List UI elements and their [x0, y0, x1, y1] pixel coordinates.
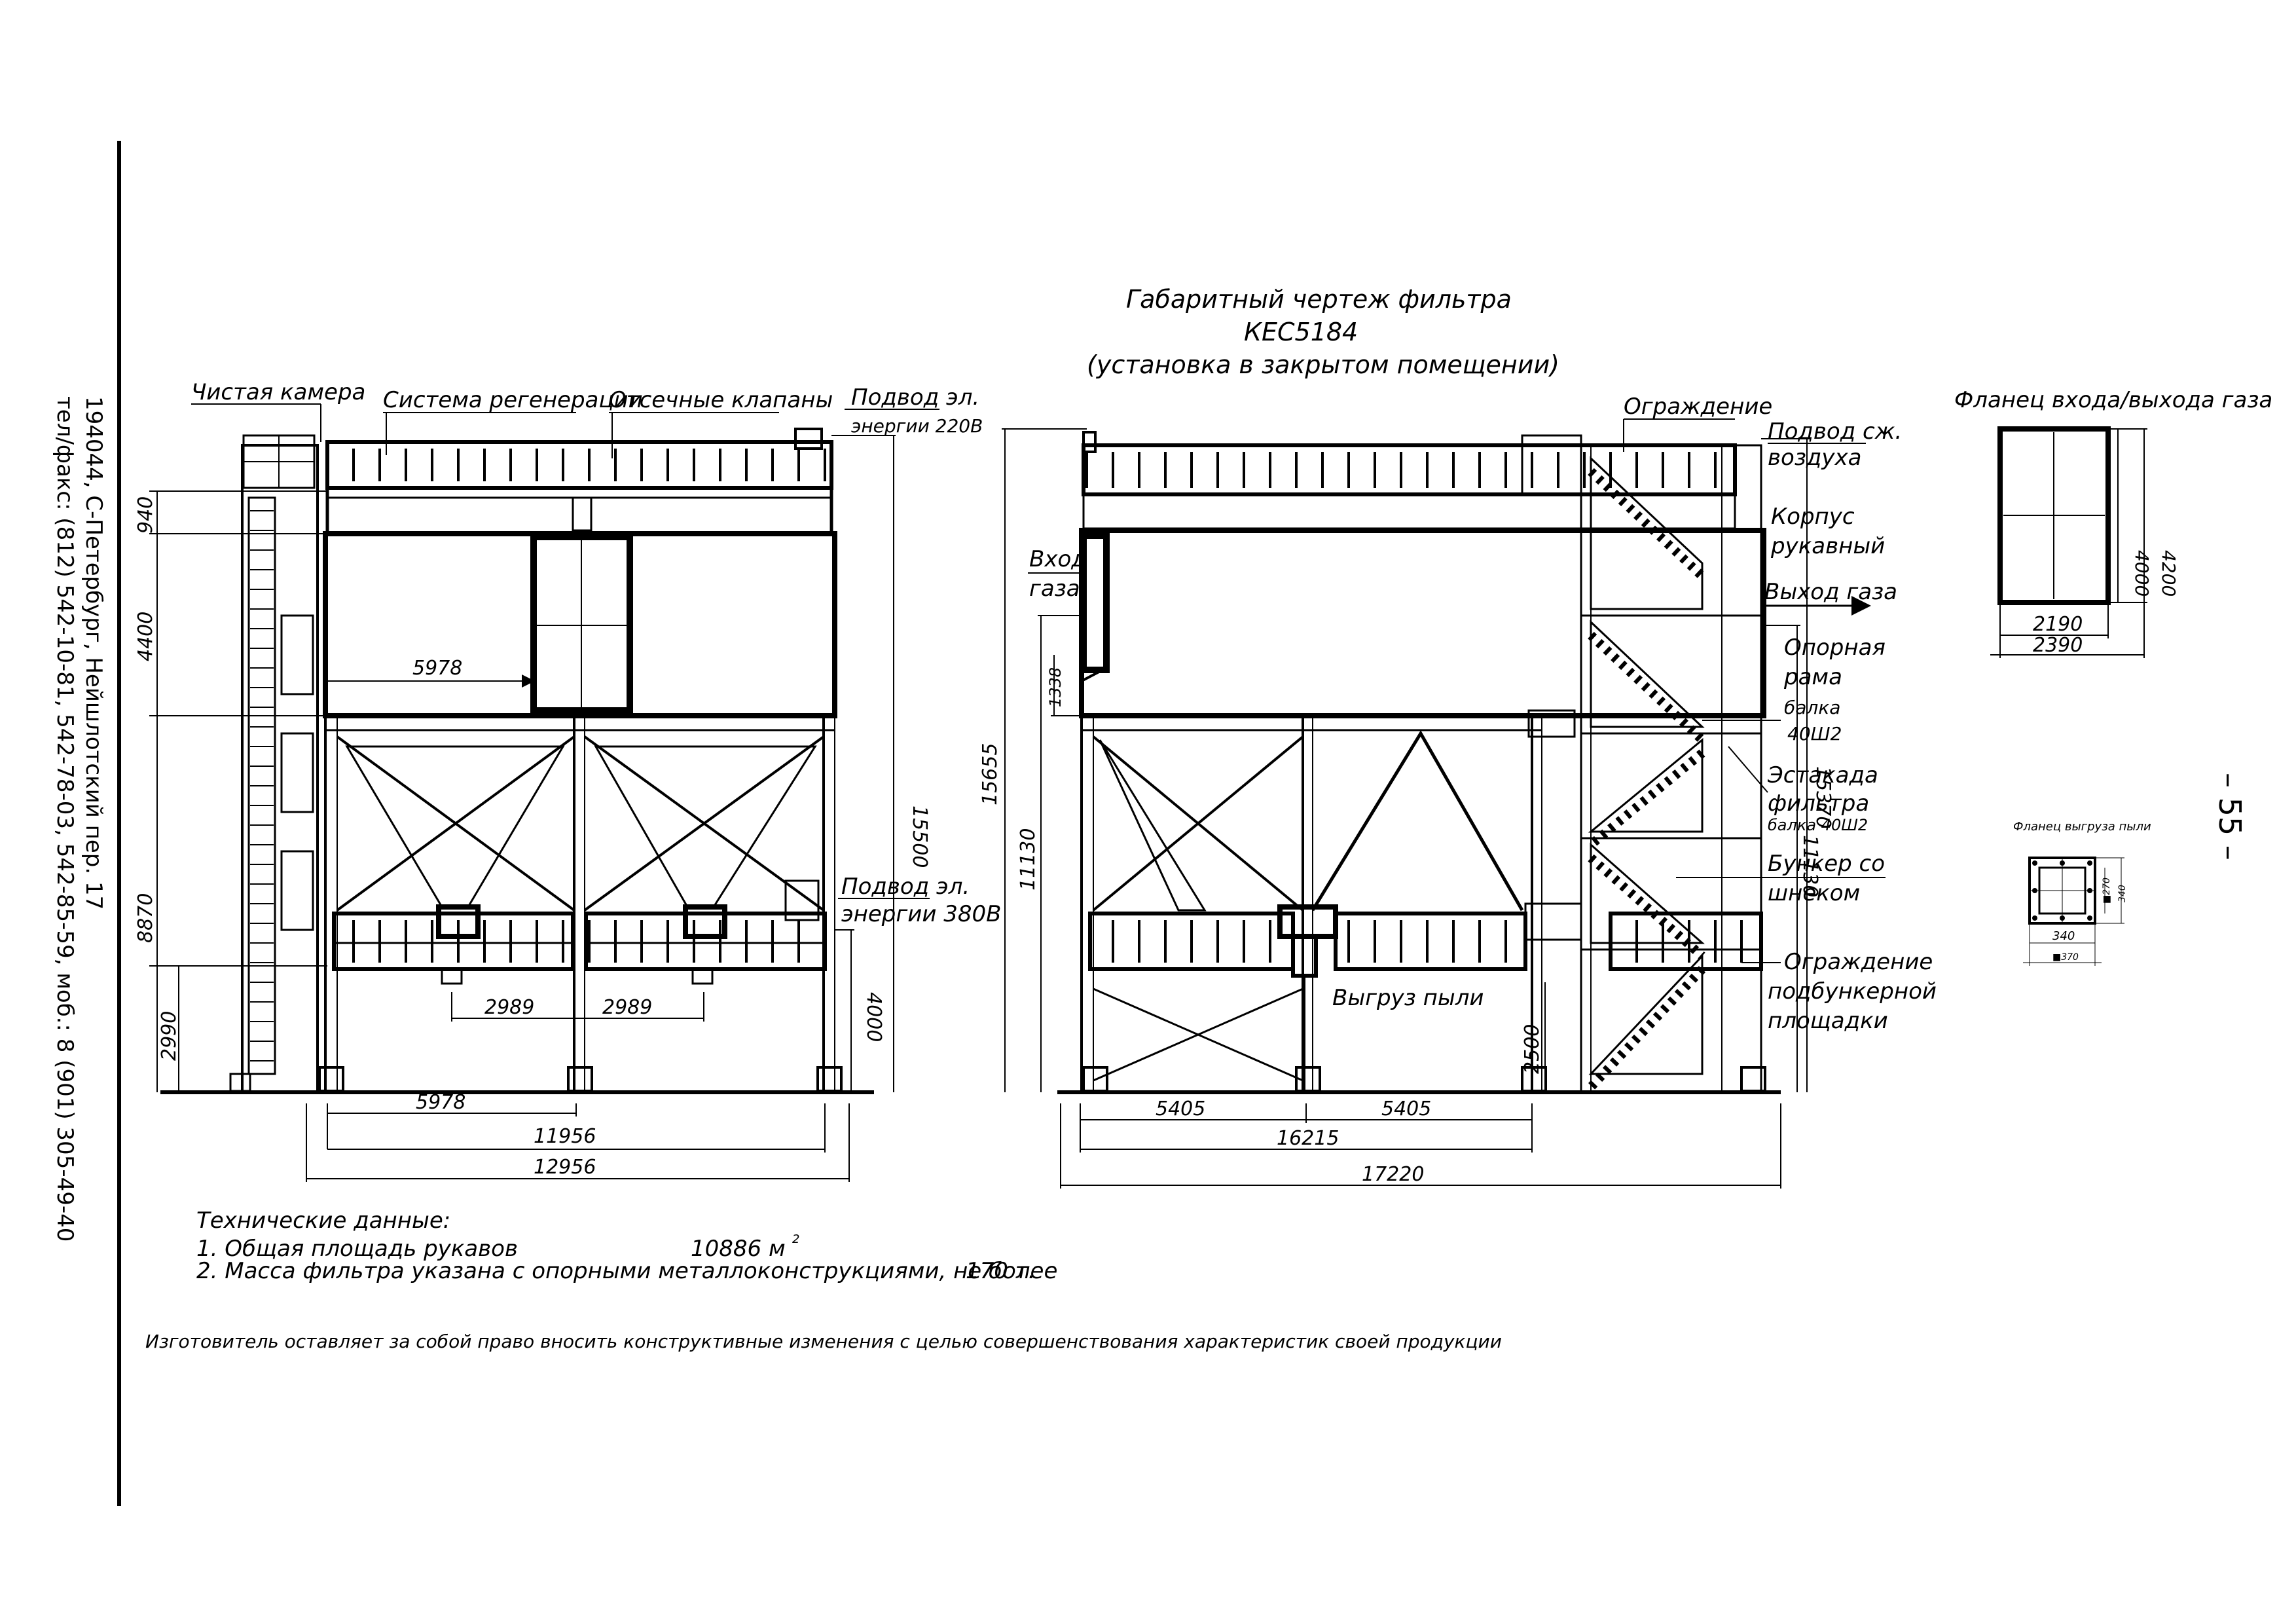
flange-gas-title: Фланец входа/выхода газа — [1954, 387, 2272, 413]
phones-text: тел/факс: (812) 542-10-81, 542-78-03, 54… — [52, 396, 78, 1242]
flange-dust-dim-340-h: 340 — [2052, 929, 2075, 943]
label-gas-in-2: газа — [1029, 576, 1080, 602]
dim-4000: 4000 — [862, 992, 885, 1042]
dim-2989-b: 2989 — [602, 996, 652, 1019]
flange-gas-dim-2390: 2390 — [2033, 634, 2083, 657]
title-line-1: Габаритный чертеж фильтра — [1126, 285, 1512, 314]
tech-item-1-unit-sup: 2 — [792, 1232, 799, 1246]
title-line-2: КЕС5184 — [1244, 318, 1358, 346]
side-view-dimensions — [1002, 428, 1810, 1189]
label-fence-top: Ограждение — [1624, 394, 1772, 420]
label-power-220-1: Подвод эл. — [851, 384, 979, 411]
page-number: – 55 – — [2212, 773, 2248, 860]
dim-5978-top: 5978 — [412, 657, 462, 680]
label-power-220-2: энергии 220В — [851, 415, 983, 437]
dim-15655: 15655 — [979, 743, 1002, 805]
tech-data-heading: Технические данные: — [196, 1208, 450, 1234]
manufacturer-note: Изготовитель оставляет за собой право вн… — [145, 1331, 1502, 1352]
dim-8870: 8870 — [134, 893, 157, 943]
dim-11130-left: 11130 — [1017, 828, 1040, 891]
label-beam-1a: балка — [1784, 697, 1840, 718]
side-view-dim-text: 15655 11130 1338 15370 11130 2500 5405 5… — [979, 667, 1834, 1186]
front-view-labels: Чистая камера Система регенерации Отсечн… — [191, 379, 1001, 927]
dim-15500: 15500 — [908, 805, 931, 868]
dim-16215: 16215 — [1277, 1127, 1339, 1150]
label-air-supply-1: Подвод сж. — [1768, 418, 1902, 445]
flange-dust-dim-270: ■270 — [2102, 877, 2112, 904]
side-view — [1057, 431, 1781, 1094]
front-view-dimensions — [149, 435, 896, 1182]
dim-4400: 4400 — [134, 612, 157, 661]
dim-11956: 11956 — [534, 1125, 596, 1148]
dim-2989-a: 2989 — [484, 996, 534, 1019]
dim-17220: 17220 — [1362, 1163, 1424, 1186]
label-air-supply-2: воздуха — [1768, 445, 1862, 471]
dim-940: 940 — [134, 496, 157, 534]
label-housing-1: Корпус — [1771, 504, 1855, 530]
front-view — [160, 428, 874, 1094]
flange-gas: Фланец входа/выхода газа 4000 4200 2190 … — [1954, 387, 2272, 658]
label-gas-out: Выход газа — [1764, 579, 1897, 605]
label-fence-low-1: Ограждение — [1784, 949, 1933, 975]
label-power-380-1: Подвод эл. — [841, 874, 970, 900]
label-beam-1b: 40Ш2 — [1787, 723, 1842, 745]
label-clean-chamber: Чистая камера — [191, 379, 365, 405]
front-view-dim-text: 940 4400 8870 2990 5978 15500 2989 2989 … — [134, 496, 931, 1179]
flange-gas-dim-4200: 4200 — [2158, 550, 2179, 597]
address-text: 194044, С-Петербург, Нейшлотский пер. 17 — [81, 396, 107, 910]
label-fence-low-3: площадки — [1768, 1008, 1888, 1034]
flange-dust-dim-340-v: 340 — [2117, 885, 2128, 902]
flange-gas-dim-2190: 2190 — [2033, 613, 2083, 636]
dim-5978-bottom: 5978 — [416, 1091, 465, 1114]
label-gas-in-1: Вход — [1029, 546, 1087, 572]
label-hopper-1: Бункер со — [1768, 851, 1885, 877]
tech-item-1-label: 1. Общая площадь рукавов — [196, 1236, 518, 1262]
side-view-labels: Вход газа Ограждение Подвод сж. воздуха … — [1028, 394, 1937, 1034]
label-trestle-2: фильтра — [1768, 790, 1869, 817]
label-beam-2: балка 40Ш2 — [1768, 816, 1868, 834]
label-power-380-2: энергии 380В — [841, 901, 1001, 927]
drawing-title: Габаритный чертеж фильтра КЕС5184 (устан… — [1087, 285, 1559, 379]
dim-2500: 2500 — [1521, 1024, 1544, 1074]
label-dust-unload: Выгруз пыли — [1332, 985, 1484, 1011]
label-frame-1: Опорная — [1784, 635, 1886, 661]
label-trestle-1: Эстакада — [1767, 762, 1878, 788]
label-frame-2: рама — [1783, 664, 1842, 690]
flange-dust-dim-370: ■370 — [2052, 952, 2079, 963]
dim-5405-b: 5405 — [1381, 1098, 1431, 1120]
dim-15370: 15370 — [1812, 766, 1834, 828]
flange-gas-dim-4000: 4000 — [2131, 550, 2153, 597]
label-regen-system: Система регенерации — [383, 387, 643, 413]
dim-11130-right: 11130 — [1798, 835, 1821, 897]
tech-data: Технические данные: 1. Общая площадь рук… — [196, 1208, 1057, 1284]
dim-12956: 12956 — [534, 1156, 596, 1179]
label-fence-low-2: подбункерной — [1768, 978, 1937, 1005]
label-housing-2: рукавный — [1770, 533, 1885, 559]
dim-5405-a: 5405 — [1156, 1098, 1205, 1120]
tech-item-1-value: 10886 м — [691, 1236, 786, 1262]
label-hopper-2: шнеком — [1768, 880, 1860, 906]
sidebar: 194044, С-Петербург, Нейшлотский пер. 17… — [52, 141, 121, 1506]
label-shutoff-valves: Отсечные клапаны — [609, 387, 833, 413]
dim-1338: 1338 — [1046, 667, 1065, 707]
flange-dust-title: Фланец выгруза пыли — [2013, 820, 2151, 834]
title-line-3: (установка в закрытом помещении) — [1087, 350, 1559, 379]
flange-dust: Фланец выгруза пыли ■270 340 340 ■370 — [2013, 820, 2151, 966]
dim-2990: 2990 — [158, 1011, 181, 1061]
tech-item-2-label: 2. Масса фильтра указана с опорными мета… — [196, 1258, 1057, 1284]
tech-item-2-value: 170 т. — [966, 1258, 1035, 1284]
